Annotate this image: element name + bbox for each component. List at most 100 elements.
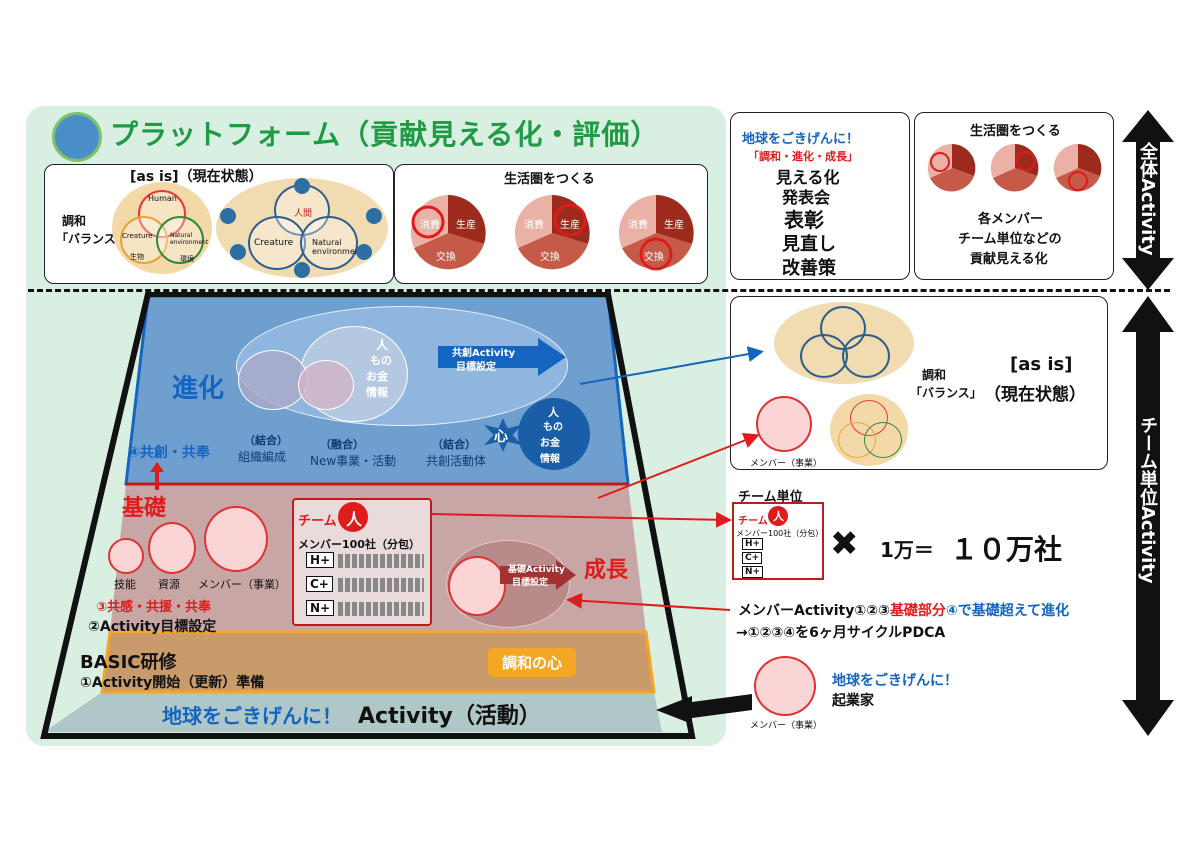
harmony-heart-button: 調和の心 xyxy=(488,648,577,677)
entrepreneur-caption: メンバー（事業） xyxy=(750,721,823,731)
equation-part-1: 1万＝ xyxy=(880,538,934,562)
slice-produce-2: 生産 xyxy=(560,220,580,231)
ketsugo-2: （結合） xyxy=(432,438,476,451)
member-business-label: メンバー（事業） xyxy=(198,578,286,591)
venn-kankyo: 環境 xyxy=(180,255,194,263)
heart-res-money: お金 xyxy=(540,438,560,449)
venn-natural-2: Natural environment xyxy=(312,238,363,256)
growth-member-circle xyxy=(448,556,506,616)
skill-label: 技能 xyxy=(114,578,136,591)
res-text-person: 人 xyxy=(376,338,389,352)
lifezone-pie-exchange: 消費 生産 交換 xyxy=(612,192,700,274)
pdca-line-1: メンバーActivity①②③基礎部分④で基礎超えて進化 xyxy=(738,600,1069,620)
venn-diagram-small: Human Creature Natural environment 生物 環境 xyxy=(112,182,212,274)
ketsugo-2b: 共創活動体 xyxy=(426,454,487,468)
team-unit-team: チーム xyxy=(738,516,768,527)
team-person-icon xyxy=(338,502,368,532)
pdca-members: メンバーActivity①②③ xyxy=(738,603,890,619)
venn-natural: Natural environment xyxy=(170,232,209,246)
kiso-label: 基礎 xyxy=(122,496,167,521)
asis-side-2: 「バランス」 xyxy=(56,232,128,246)
contrib-text-1: 各メンバー xyxy=(978,212,1044,227)
multiply-icon: ✖ xyxy=(830,524,859,564)
eval-item-2: 発表会 xyxy=(782,188,831,207)
asis-member-circle xyxy=(756,396,812,452)
bottom-activity: Activity（活動） xyxy=(358,704,541,729)
entrepreneur-member-circle xyxy=(754,656,816,716)
team-unit-h: H+ xyxy=(742,538,764,550)
slogan-line2: 「調和・進化・成長」 xyxy=(748,150,858,163)
team-unit-members: メンバー100社（分包） xyxy=(736,529,824,538)
lifezone-title-2: 生活圏をつくる xyxy=(970,124,1061,139)
res-text-info: 情報 xyxy=(366,386,388,399)
lifezone-pie-produce: 消費 生産 交換 xyxy=(508,192,596,274)
team-unit-c: C+ xyxy=(742,552,763,564)
ketsugo-1b: 組織編成 xyxy=(238,450,287,464)
asis-side-1: 調和 xyxy=(62,214,87,228)
res-text-money: お金 xyxy=(366,370,388,383)
team-h: H+ xyxy=(306,552,335,568)
yugo: （融合） xyxy=(320,438,364,451)
pdca-evolve: ④で基礎超えて進化 xyxy=(945,603,1070,619)
growth-arrow-icon xyxy=(500,560,576,590)
resource-circle-med xyxy=(238,350,308,410)
asis-detail-side-1: 調和 xyxy=(922,368,947,382)
asis-member-caption: メンバー（事業） xyxy=(750,459,823,469)
evaluation-box xyxy=(730,112,910,280)
eval-item-4: 見直し xyxy=(782,234,836,255)
whole-activity-arrow-icon xyxy=(1122,110,1174,290)
team-grid-c xyxy=(338,578,424,592)
yugo-b: New事業・活動 xyxy=(310,454,397,468)
kyoso-label: ④共創・共奉 xyxy=(128,445,210,461)
asis-detail-subtitle: （現在状態） xyxy=(984,385,1086,405)
business-member-circle xyxy=(204,506,268,572)
slice-exchange-2: 交換 xyxy=(540,252,560,263)
joint-activity-arrow-icon xyxy=(438,338,566,376)
bottom-slogan: 地球をごきげんに！ xyxy=(162,704,342,728)
team-activity-label: チーム単位Activity xyxy=(1137,416,1158,584)
asis-detail-title: [as is] xyxy=(1010,354,1073,375)
team-n: N+ xyxy=(306,600,335,616)
team-unit-person-text: 人 xyxy=(773,510,784,523)
basic-label: BASIC研修 xyxy=(80,652,177,673)
growth-arrow-text-2: 目標設定 xyxy=(512,578,549,588)
goal-label: ②Activity目標設定 xyxy=(88,619,217,635)
resource-circle-inner xyxy=(298,360,354,410)
team-unit-title: チーム単位 xyxy=(738,490,803,505)
team-members: メンバー100社（分包） xyxy=(298,538,420,551)
venn-creature: Creature xyxy=(122,232,153,240)
contrib-text-3: 貢献見える化 xyxy=(970,252,1048,267)
pdca-kiso: 基礎部分 xyxy=(889,603,946,619)
heart-resource-circle xyxy=(518,398,590,470)
heart-res-person: 人 xyxy=(548,406,559,419)
team-person-text: 人 xyxy=(346,510,363,529)
eval-item-5: 改善策 xyxy=(782,258,836,279)
slice-consume-3: 消費 xyxy=(628,220,648,231)
entrepreneur-slogan: 地球をごきげんに！ xyxy=(832,673,958,689)
heart-res-thing: もの xyxy=(543,422,563,433)
joint-arrow-text-1: 共創Activity xyxy=(452,348,516,359)
growth-label: 成長 xyxy=(584,558,629,583)
growth-arrow-text-1: 基礎Activity xyxy=(508,565,565,575)
resource-label: 資源 xyxy=(158,578,180,591)
res-text-thing: もの xyxy=(370,354,392,367)
asis-detail-venn xyxy=(774,302,914,384)
heart-label: 心 xyxy=(494,429,508,445)
slogan-line1: 地球をごきげんに！ xyxy=(742,132,860,147)
asis-detail-side-2: 「バランス」 xyxy=(910,386,982,400)
venn-creature-2: Creature xyxy=(254,238,294,248)
slice-produce-1: 生産 xyxy=(456,220,476,231)
start-label: ①Activity開始（更新）準備 xyxy=(80,675,265,691)
earth-logo-icon xyxy=(52,112,102,162)
platform-title: プラットフォーム（貢献見える化・評価） xyxy=(110,118,660,151)
pdca-line-2: →①②③④を6ヶ月サイクルPDCA xyxy=(736,625,946,641)
asis-small-venn xyxy=(830,394,908,466)
eval-item-3: 表彰 xyxy=(784,208,824,232)
venn-jinkan: 人間 xyxy=(294,209,313,219)
heart-res-info: 情報 xyxy=(540,454,560,465)
contrib-text-2: チーム単位などの xyxy=(958,232,1062,247)
slice-exchange-3: 交換 xyxy=(644,252,664,263)
asis-label: [as is]（現在状態） xyxy=(130,169,263,185)
joint-arrow-text-2: 目標設定 xyxy=(456,362,496,373)
